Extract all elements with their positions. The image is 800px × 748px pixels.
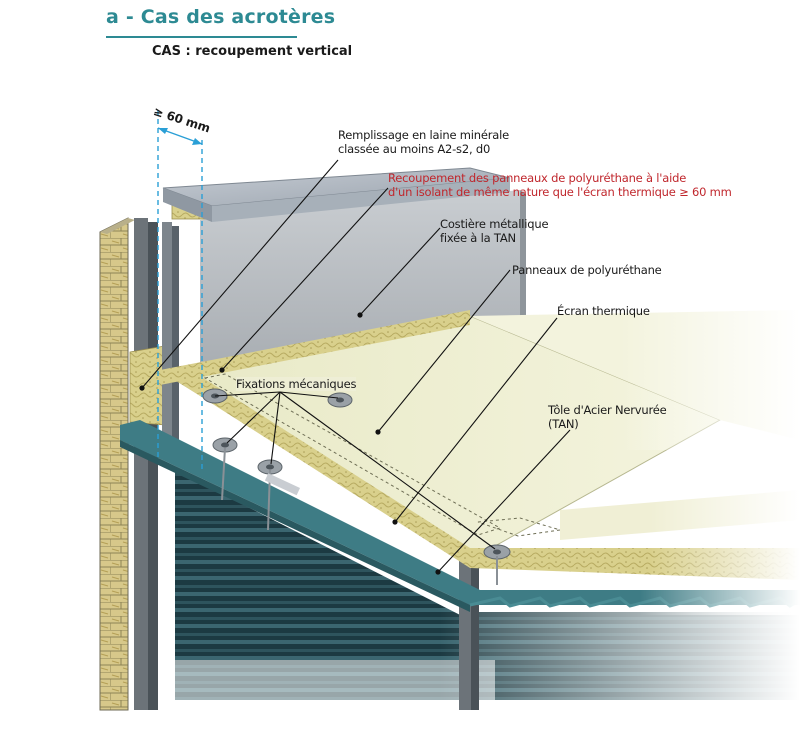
- label-ecran: Écran thermique: [557, 304, 650, 318]
- interior-cladding: [175, 470, 800, 720]
- fastener-5: [483, 544, 511, 585]
- leader-lines: [141, 159, 571, 573]
- title-underline: [106, 36, 297, 38]
- label-recoupement: Recoupement des panneaux de polyuréthane…: [388, 171, 732, 199]
- leader-dots: [139, 312, 441, 575]
- fastener-3: [212, 437, 238, 501]
- label-costiere: Costière métallique fixée à la TAN: [440, 217, 549, 245]
- recoupement-outline: [203, 373, 561, 537]
- masonry-wall: [99, 217, 135, 711]
- acroterion-cap: [162, 167, 511, 222]
- section-title: a - Cas des acrotères: [106, 6, 336, 28]
- label-fixations: Fixations mécaniques: [236, 377, 357, 391]
- fastener-2: [327, 392, 353, 408]
- label-remplissage: Remplissage en laine minérale classée au…: [338, 128, 509, 156]
- label-tole: Tôle d'Acier Nervurée (TAN): [548, 403, 667, 431]
- acroterion-upright: [162, 222, 179, 442]
- label-panneaux: Panneaux de polyuréthane: [512, 263, 662, 277]
- tan-steel-deck: [120, 420, 800, 615]
- dimension-indicator: [157, 110, 203, 470]
- case-subtitle: CAS : recoupement vertical: [152, 44, 353, 59]
